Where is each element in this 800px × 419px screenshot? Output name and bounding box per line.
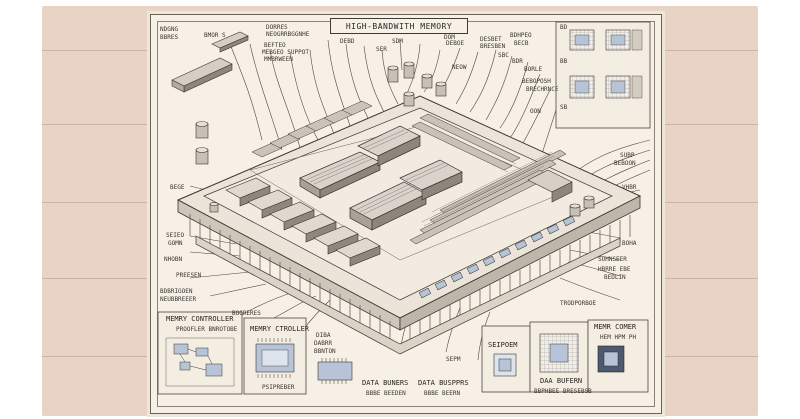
label-right-9: HBRRE EBE [598,266,631,273]
label-top-6: MMBRWEEN [264,56,293,63]
label-bottom-4: SEIPOEM [488,341,518,349]
label-mid-5: DABRR [314,340,333,347]
label-left-4: NHOBN [164,256,183,263]
label-right-11: TRODPORBOE [560,300,597,307]
label-top-left-1: NDGNG [160,26,179,33]
label-side-1: BD [560,24,568,31]
label-left-3: GOMN [168,240,183,247]
label-right-6: VHBR [622,184,637,191]
label-right-1: BEBOPOSH [522,78,551,85]
label-mid-6: BBNTON [314,348,336,355]
label-top-9: DOM [444,34,455,41]
label-mid-4: DIBA [316,332,331,339]
label-top-16: BDR [512,58,523,65]
label-mid-3: PSIPREBER [262,384,295,391]
label-top-1: BMOR S [204,32,226,39]
label-mid-2: MEMRY CTROLLER [250,325,310,333]
label-right-5: BEBOON [614,160,636,167]
label-top-2: DORRES [266,24,288,31]
label-mid-1: BOORERES [232,310,261,317]
label-right-8: SOHNSEER [598,256,627,263]
label-right-2: BRECHRNCE [526,86,559,93]
label-top-14: BECB [514,40,529,47]
label-bottom-2-sub: BBBE BEERN [424,390,461,397]
label-bottom-2: DATA BUSPPRS [418,379,469,387]
memory-controller-title: MEMRY CONTROLLER [166,315,234,323]
label-top-17: BORLE [524,66,543,73]
label-left-5: PREESEN [176,272,202,279]
label-bottom-1-sub: BBBE BEEDEN [366,390,406,397]
label-top-19: SER [376,46,387,53]
label-bottom-3: DAA BUFERN [540,377,583,385]
label-top-13: BDHPEO [510,32,532,39]
label-bottom-5: MEMR COMER [594,323,637,331]
diagram-title: HIGH-BANDWITH MEMORY [345,21,453,31]
label-top-12: BRESBEN [480,43,506,50]
label-bottom-3-sub: BBPHBEE BRESEBSB [534,388,592,395]
title-box: HIGH-BANDWITH MEMORY [330,18,468,34]
label-top-15: SBC [498,52,509,59]
label-bottom-6: HEM HPM PH [600,334,637,341]
label-bottom-1: DATA BUNERS [362,379,409,387]
label-top-left-2: BBRES [160,34,179,41]
label-top-5: MEBGEO SUPPOT [262,49,309,56]
label-right-10: BEDLIN [604,274,626,281]
label-left-6: BDBRIGOEN [160,288,193,295]
label-left-1: BEGE [170,184,185,191]
label-side-3: SB [560,104,568,111]
memory-controller-subtitle: PROOFLER BNROTOBE [176,326,238,333]
label-left-2: SEIEO [166,232,185,239]
label-top-8: SDM [392,38,403,45]
label-top-18: NEOW [452,64,467,71]
label-left-7: NEUBBREEER [160,296,197,303]
label-top-7: DEBD [340,38,355,45]
label-right-4: SUBP [620,152,635,159]
label-top-4: BEFTEO [264,42,286,49]
label-top-3: NEOGRRBGGNHE [266,31,310,38]
label-mid-7: SEPM [446,356,461,363]
label-top-11: DESBET [480,36,502,43]
label-right-3: OON [530,108,541,115]
label-right-7: BOHA [622,240,637,247]
label-side-2: BB [560,58,568,65]
label-top-10: DEBOE [446,40,465,47]
